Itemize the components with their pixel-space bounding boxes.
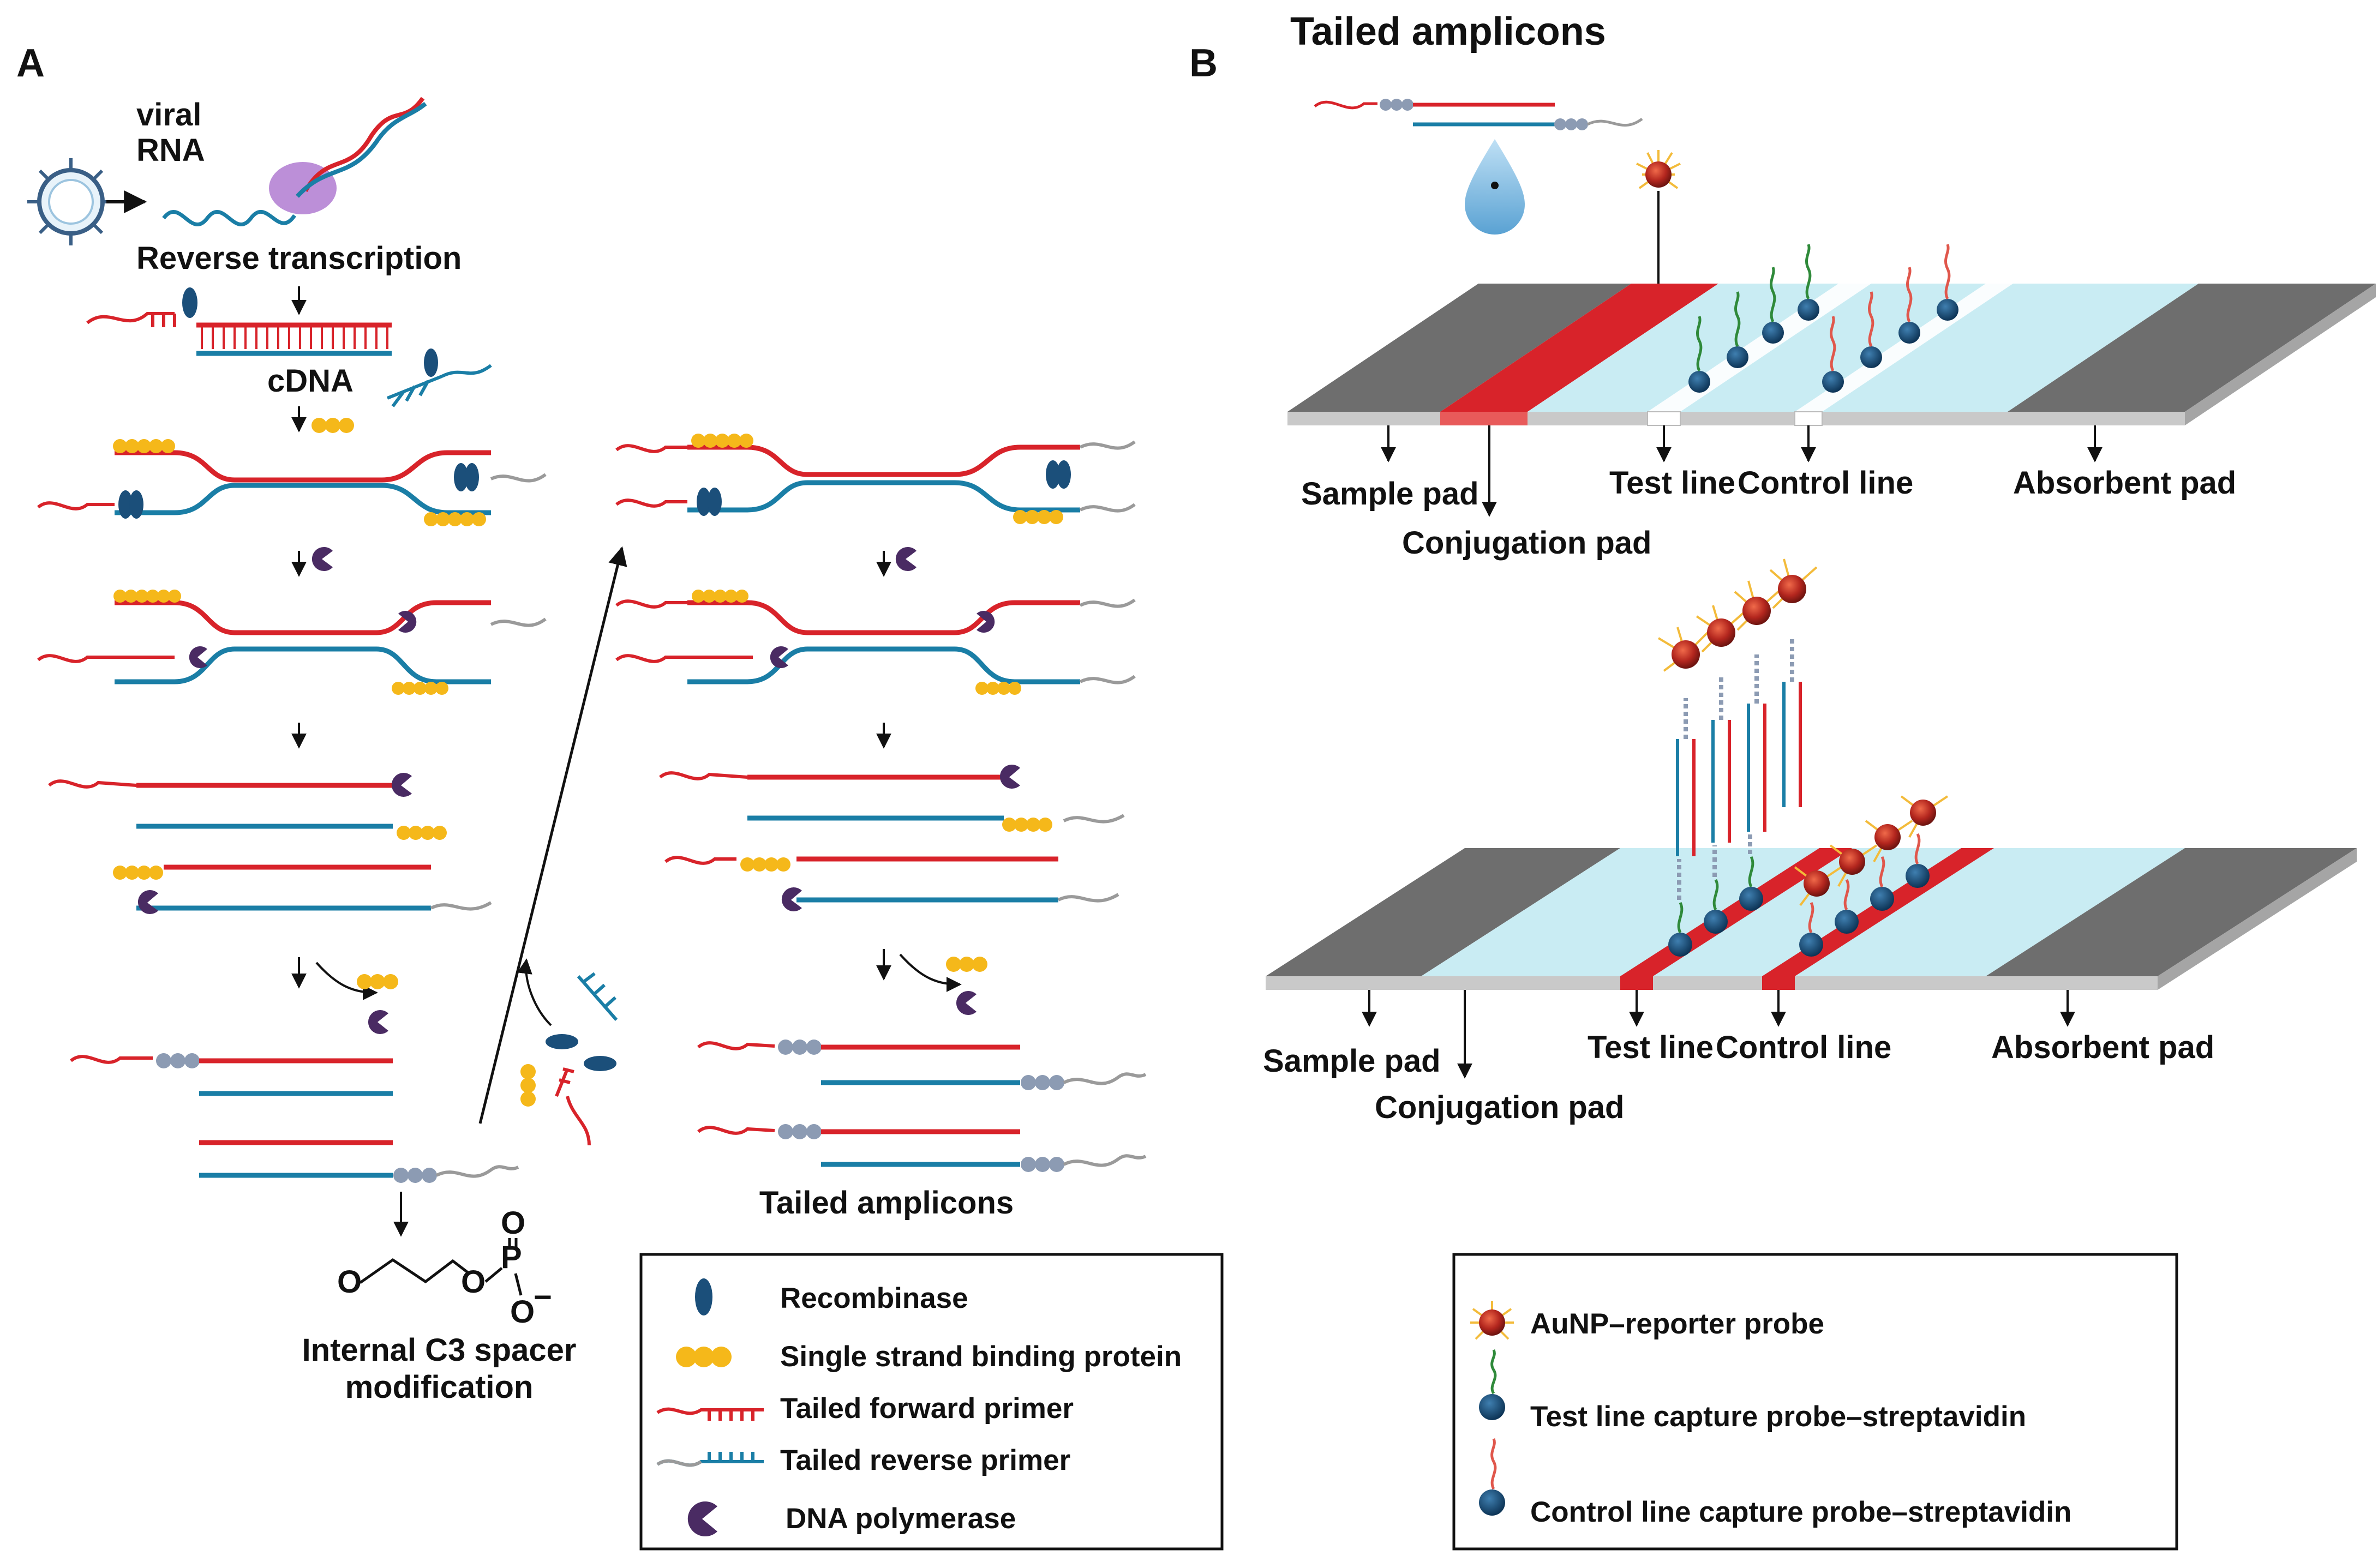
aunp-top-icon bbox=[1636, 150, 1681, 189]
input-tailed-amplicon bbox=[1314, 99, 1643, 130]
ssb-protein-icon bbox=[676, 1347, 732, 1367]
legend-b-item-2: Control line capture probe–streptavidin bbox=[1530, 1496, 2071, 1528]
top-test-capture-probes bbox=[1688, 244, 1819, 393]
arrow-release-curve bbox=[315, 962, 378, 1000]
ssb-protein-small-icon bbox=[312, 418, 354, 433]
invasion-complex-right bbox=[615, 434, 1136, 524]
legend-a-item-1: Single strand binding protein bbox=[780, 1341, 1182, 1373]
tailed-amplicons-a-label: Tailed amplicons bbox=[759, 1185, 1014, 1221]
panel-a-label: A bbox=[16, 41, 45, 85]
top-test-line-label: Test line bbox=[1609, 465, 1735, 501]
duplex-reverse-left bbox=[113, 864, 492, 915]
polymerase-icon bbox=[687, 1501, 717, 1536]
new-primers-arrow bbox=[517, 958, 552, 1026]
drop-center-dot bbox=[1491, 182, 1499, 189]
primer-extension-complex bbox=[37, 590, 547, 695]
duplex-reverse-right bbox=[664, 856, 1119, 911]
tailed-amplicon-right-2 bbox=[697, 1124, 1147, 1172]
released-ssb-right-icon bbox=[946, 957, 987, 972]
strand-invasion-complex bbox=[37, 439, 547, 526]
legend-a-item-3: Tailed reverse primer bbox=[780, 1444, 1070, 1476]
cdna-helix-red bbox=[303, 97, 425, 192]
top-sample-pad-label: Sample pad bbox=[1301, 476, 1479, 512]
legend-a-box bbox=[639, 1253, 1224, 1551]
polymerase-right-icon bbox=[895, 547, 917, 572]
extension-complex-right bbox=[615, 590, 1136, 695]
top-absorbent-pad-label: Absorbent pad bbox=[2013, 465, 2236, 501]
amplification-cycle-arrow bbox=[478, 546, 627, 1124]
legend-a-item-0: Recombinase bbox=[780, 1282, 968, 1314]
tailed-amplicon-left-1 bbox=[70, 1053, 393, 1096]
spacer-caption-line1: Internal C3 spacer bbox=[302, 1332, 577, 1368]
svg-text:−: − bbox=[534, 1279, 552, 1315]
svg-text:O: O bbox=[461, 1264, 486, 1300]
viral-rna-strand bbox=[162, 209, 296, 226]
legend-b-item-0: AuNP–reporter probe bbox=[1530, 1308, 1824, 1340]
duplex-forward-left bbox=[48, 773, 447, 840]
reverse-primer-free bbox=[386, 364, 492, 407]
aunp-reporter-icon bbox=[1470, 1301, 1514, 1340]
cdna-duplex bbox=[196, 322, 392, 356]
c3-spacer-structure: O O P O O − bbox=[337, 1205, 552, 1330]
new-primers-cluster bbox=[520, 972, 618, 1146]
released-polymerase-icon bbox=[368, 1010, 388, 1035]
bottom-test-line-label: Test line bbox=[1588, 1030, 1714, 1065]
reverse-transcription-label: Reverse transcription bbox=[136, 241, 462, 276]
control-capture-probe-icon bbox=[1479, 1438, 1505, 1516]
svg-text:P: P bbox=[501, 1240, 522, 1275]
arrow-right-release-curve bbox=[899, 953, 962, 992]
bottom-sample-pad-label: Sample pad bbox=[1263, 1043, 1441, 1079]
legend-b-box bbox=[1452, 1253, 2178, 1551]
recombinase-icon bbox=[695, 1278, 712, 1315]
legend-a-item-2: Tailed forward primer bbox=[780, 1392, 1074, 1425]
top-control-capture-probes bbox=[1822, 244, 1958, 393]
duplex-forward-right bbox=[659, 765, 1125, 832]
legend-b-item-1: Test line capture probe–streptavidin bbox=[1530, 1401, 2026, 1433]
bottom-absorbent-pad-label: Absorbent pad bbox=[1991, 1030, 2214, 1065]
released-polymerase-right-icon bbox=[956, 991, 977, 1015]
panel-b-title: Tailed amplicons bbox=[1290, 10, 1606, 53]
viral-rna-label-line1: viral bbox=[136, 97, 201, 133]
tailed-amplicon-left-2 bbox=[199, 1140, 519, 1183]
bottom-conjugation-pad-label: Conjugation pad bbox=[1375, 1090, 1625, 1125]
svg-text:O: O bbox=[501, 1205, 525, 1241]
reverse-primer-tail bbox=[656, 1459, 702, 1467]
forward-primer-icon bbox=[656, 1407, 764, 1421]
top-control-line-label: Control line bbox=[1738, 465, 1913, 501]
polymerase-small-icon bbox=[312, 547, 333, 572]
svg-text:O: O bbox=[510, 1294, 535, 1330]
test-capture-probe-icon bbox=[1479, 1349, 1505, 1420]
cdna-helix-teal bbox=[296, 101, 427, 198]
viral-rna-label-line2: RNA bbox=[136, 133, 205, 168]
lfa-strip-top bbox=[1287, 284, 2376, 426]
cdna-label: cDNA bbox=[267, 363, 354, 399]
control-line-complexes bbox=[1794, 795, 1949, 957]
recombinase-free-2-icon bbox=[424, 349, 438, 377]
virus-icon bbox=[27, 158, 115, 245]
legend-a-item-4: DNA polymerase bbox=[786, 1503, 1016, 1535]
spacer-caption-line2: modification bbox=[345, 1369, 534, 1405]
svg-text:O: O bbox=[337, 1264, 362, 1300]
test-line-complexes bbox=[1657, 558, 1818, 957]
bottom-control-line-label: Control line bbox=[1716, 1030, 1891, 1065]
recombinase-free-icon bbox=[182, 287, 197, 318]
top-conjugation-pad-label: Conjugation pad bbox=[1402, 525, 1652, 561]
forward-primer-free bbox=[86, 312, 176, 327]
tailed-amplicon-right-1 bbox=[697, 1040, 1147, 1090]
released-ssb-icon bbox=[357, 974, 398, 989]
panel-b-label: B bbox=[1189, 41, 1218, 85]
